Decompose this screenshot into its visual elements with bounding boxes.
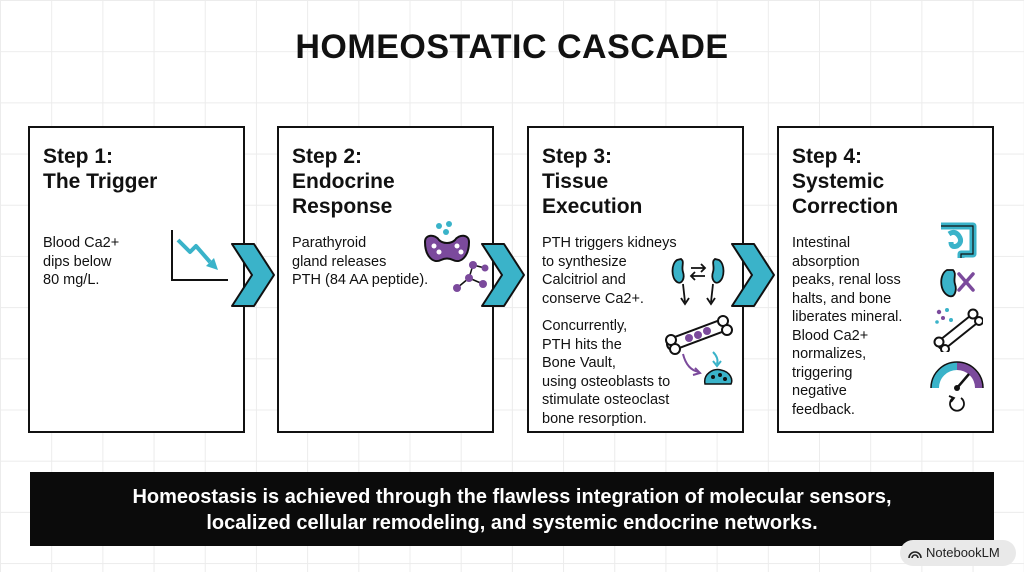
step-3-text-bone: Concurrently, PTH hits the Bone Vault, u… — [542, 318, 671, 427]
bone-icon — [665, 315, 733, 355]
step-4-card: Step 4: Systemic Correction Intestinal a… — [777, 126, 994, 433]
step-4-text: Intestinal absorption peaks, renal loss … — [792, 235, 903, 418]
step-1-heading: Step 1: The Trigger — [43, 144, 157, 194]
step-4-number: Step 4: — [792, 145, 863, 168]
notebooklm-badge[interactable]: NotebookLM — [900, 540, 1016, 566]
feedback-arrow-icon — [948, 395, 965, 412]
step-1-text: Blood Ca2+ dips below 80 mg/L. — [43, 235, 120, 288]
step-2-number: Step 2: — [292, 145, 363, 168]
summary-line-2: localized cellular remodeling, and syste… — [206, 512, 818, 534]
gauge-icon — [930, 361, 984, 391]
badge-label: NotebookLM — [926, 545, 1000, 560]
kidneys-icon — [671, 258, 725, 306]
peptide-molecule-icon — [453, 261, 489, 292]
step-3-number: Step 3: — [542, 145, 613, 168]
downward-trend-chart-icon — [171, 230, 228, 281]
page-title: HOMEOSTATIC CASCADE — [295, 28, 729, 66]
step-3-heading: Step 3: Tissue Execution — [542, 144, 642, 219]
notebooklm-logo-icon — [908, 551, 922, 559]
chevron-right-icon — [731, 243, 775, 307]
step-1-title: The Trigger — [43, 170, 158, 193]
step-1-card: Step 1: The Trigger Blood Ca2+ dips belo… — [28, 126, 245, 433]
step-3-text-kidneys: PTH triggers kidneys to synthesize Calci… — [542, 235, 677, 307]
step-2-heading: Step 2: Endocrine Response — [292, 144, 395, 219]
step-3-card: Step 3: Tissue Execution PTH triggers ki… — [527, 126, 744, 433]
chevron-right-icon — [231, 243, 275, 307]
step-4-title-line1: Systemic — [792, 170, 885, 193]
osteoclast-icon — [682, 351, 733, 385]
step-1-number: Step 1: — [43, 145, 114, 168]
step-2-title-line2: Response — [292, 195, 393, 218]
summary-banner: Homeostasis is achieved through the flaw… — [30, 472, 994, 546]
step-2-card: Step 2: Endocrine Response Parathyroid g… — [277, 126, 494, 433]
bone-mineral-icon — [933, 308, 983, 352]
step-3-title-line1: Tissue — [542, 170, 609, 193]
kidney-blocked-icon — [940, 269, 975, 298]
step-4-heading: Step 4: Systemic Correction — [792, 144, 898, 219]
step-4-title-line2: Correction — [792, 195, 899, 218]
intestine-icon — [941, 222, 977, 258]
summary-line-1: Homeostasis is achieved through the flaw… — [132, 486, 892, 508]
step-2-title-line1: Endocrine — [292, 170, 395, 193]
chevron-right-icon — [481, 243, 525, 307]
step-2-text: Parathyroid gland releases PTH (84 AA pe… — [292, 235, 429, 288]
step-3-title-line2: Execution — [542, 195, 643, 218]
thyroid-gland-icon — [423, 221, 471, 262]
